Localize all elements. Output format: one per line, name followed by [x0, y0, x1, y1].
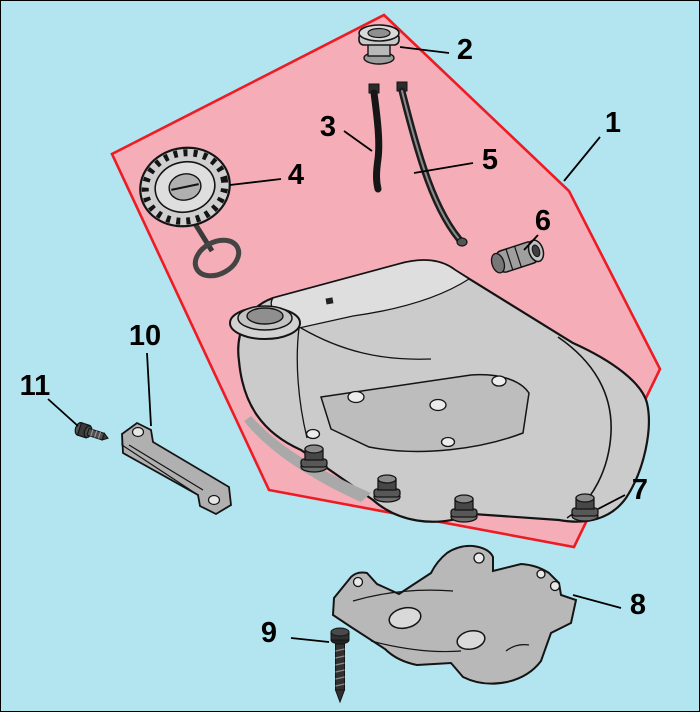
- mount-grommet: [373, 474, 401, 503]
- leader-line-7: [597, 494, 626, 510]
- callout-labels: 1 2 3 4 5 6 7 8 9 10 11: [20, 34, 648, 649]
- part-grommet-bushing-illustration: [358, 24, 400, 65]
- leader-line-10: [146, 352, 152, 427]
- leader-line-1: [563, 136, 601, 182]
- callout-label-11: 11: [20, 370, 51, 402]
- leader-line-8: [572, 594, 622, 609]
- tank-grommets-illustration: [300, 444, 599, 523]
- leader-line-9: [290, 637, 330, 643]
- mount-grommet: [300, 444, 328, 473]
- mount-grommet: [450, 494, 478, 523]
- part-fuel-line-long-illustration: [396, 81, 468, 247]
- part-clamp-bracket-illustration: [121, 421, 232, 516]
- leader-line-3: [343, 130, 373, 152]
- callout-label-1: 1: [605, 107, 621, 139]
- leader-line-5: [413, 162, 474, 174]
- leader-line-4: [229, 178, 282, 186]
- part-mount-bracket-illustration: [331, 544, 578, 685]
- callout-label-2: 2: [457, 34, 473, 66]
- leader-line-2: [399, 46, 450, 54]
- part-fuel-line-short-illustration: [368, 83, 383, 193]
- callout-label-3: 3: [320, 111, 336, 143]
- callout-label-4: 4: [288, 159, 304, 191]
- part-clamp-screw-illustration: [74, 421, 109, 441]
- leader-line-11: [47, 398, 79, 427]
- callout-label-10: 10: [129, 320, 161, 352]
- callout-label-8: 8: [630, 589, 646, 621]
- callout-label-7: 7: [632, 474, 648, 506]
- mount-grommet: [571, 493, 599, 522]
- part-fuel-cap-illustration: [139, 146, 242, 279]
- leader-lines: [47, 46, 626, 643]
- leader-line-6: [523, 234, 539, 251]
- callout-label-9: 9: [261, 617, 277, 649]
- callout-label-5: 5: [482, 144, 498, 176]
- callout-label-6: 6: [535, 205, 551, 237]
- part-screw-illustration: [330, 627, 350, 704]
- part-fuel-filter-illustration: [490, 239, 545, 274]
- fuel-tank-illustration: [229, 259, 650, 523]
